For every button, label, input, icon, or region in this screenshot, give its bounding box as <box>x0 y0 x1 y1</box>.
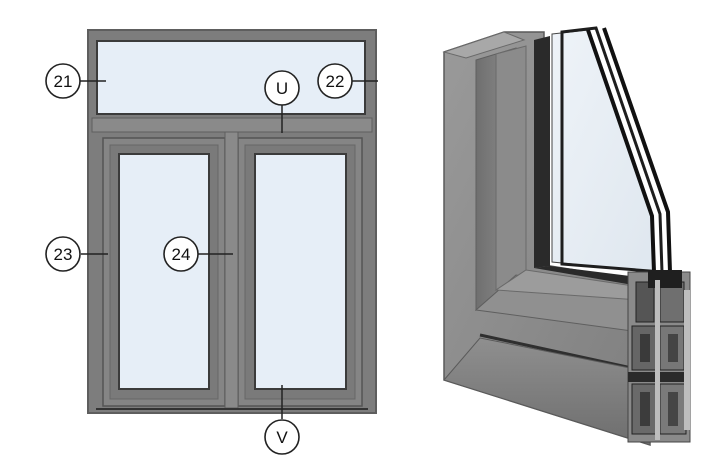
leader-lines <box>80 80 378 419</box>
callout-22: 22 <box>317 63 353 99</box>
callout-label: 23 <box>54 245 73 264</box>
glass-pane-2 <box>560 26 664 274</box>
callout-V: V <box>264 419 300 455</box>
callout-U: U <box>264 70 300 106</box>
glass-edge-dark-2 <box>602 27 672 273</box>
callout-label: 22 <box>326 72 345 91</box>
profile-section-render <box>442 26 691 447</box>
center-mullion <box>224 131 239 409</box>
profile-inner-vertical-2 <box>495 45 527 291</box>
callout-21: 21 <box>45 63 81 99</box>
callout-circle-icon <box>45 63 81 99</box>
glass-edge-dark <box>586 29 656 273</box>
profile-top-bevel <box>442 31 526 59</box>
callout-label: V <box>276 428 288 447</box>
profile-cross-section <box>627 270 691 443</box>
callout-circle-icon <box>264 419 300 455</box>
callout-circle-icon <box>163 236 199 272</box>
transom-bar <box>91 117 373 133</box>
callout-circle-icon <box>45 236 81 272</box>
callout-24: 24 <box>163 236 199 272</box>
callout-23: 23 <box>45 236 81 272</box>
callout-label: 21 <box>54 72 73 91</box>
callout-circle-icon <box>317 63 353 99</box>
callout-circle-icon <box>264 70 300 106</box>
right-sash-glass <box>254 153 347 390</box>
left-sash-glass <box>118 153 210 390</box>
callout-label: 24 <box>172 245 191 264</box>
callout-label: U <box>276 79 288 98</box>
gasket-vertical <box>534 36 550 268</box>
